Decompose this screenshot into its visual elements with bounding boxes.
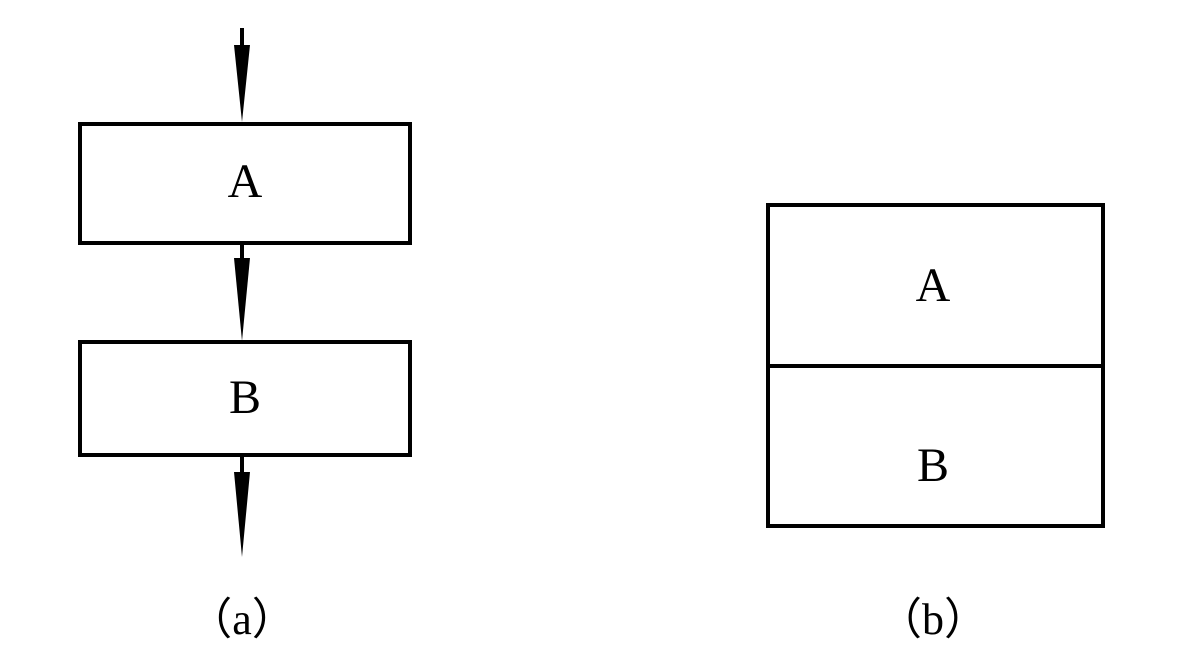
ns-box-b-label: B <box>917 439 949 492</box>
arrow-out-of-b <box>234 457 250 557</box>
arrow-a-to-b <box>234 245 250 341</box>
box-b-label: B <box>229 371 261 424</box>
box-b <box>78 340 412 457</box>
caption-a: （a） <box>188 595 296 644</box>
box-a <box>78 122 412 245</box>
box-a-label: A <box>228 155 263 208</box>
flowchart-a: A B （a） <box>78 28 412 644</box>
structured-box-b: A B （b） <box>766 203 1105 644</box>
arrow-into-a <box>234 28 250 122</box>
caption-b: （b） <box>878 595 988 644</box>
ns-box-a-label: A <box>916 259 951 312</box>
